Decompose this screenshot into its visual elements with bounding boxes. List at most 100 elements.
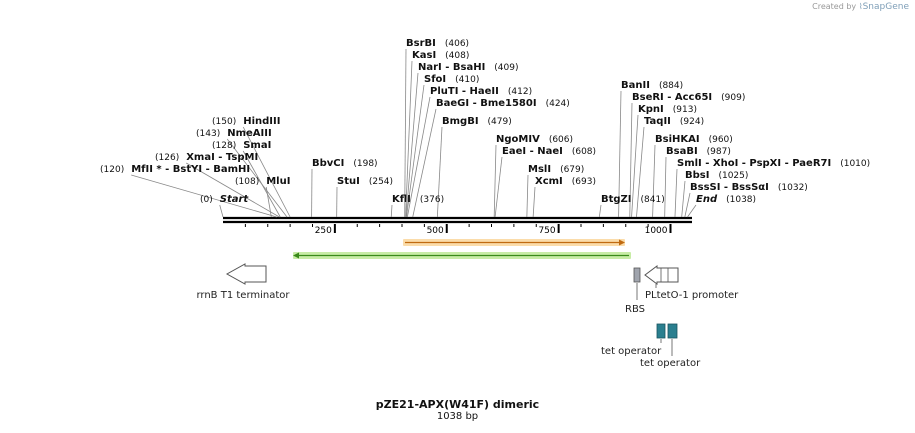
feature-tet-operator-1[interactable]: tet operator <box>601 323 666 357</box>
ruler-tick-label: 1000 <box>645 226 668 236</box>
ruler-tick-label: 500 <box>427 226 444 236</box>
feature-rbs[interactable]: RBS <box>625 267 645 315</box>
orf-orange[interactable] <box>403 239 625 246</box>
site-kpni[interactable]: KpnI(913) <box>638 104 697 115</box>
site-leader-line <box>526 174 529 218</box>
site-name: Start <box>220 194 250 205</box>
site-leader-line <box>405 60 413 218</box>
site-leader-line <box>687 204 697 218</box>
credit-prefix: Created by <box>812 2 857 11</box>
site-position: (120) <box>100 165 124 175</box>
site-name: NgoMIV <box>496 134 540 145</box>
site-msli[interactable]: MslI(679) <box>528 164 584 175</box>
site-leader-line <box>636 126 645 218</box>
site-position: (409) <box>494 63 518 73</box>
site-pluti-haeii[interactable]: PluTI - HaeII(412) <box>430 86 532 97</box>
restriction-site-labels: (0)Start (108)MluI (120) MfII * - BstYI - B… <box>100 38 870 205</box>
site-position: (408) <box>445 51 469 61</box>
feature-pltet-promoter[interactable]: PLtetO-1 promoter <box>644 265 739 301</box>
feature-label-tet-operator-1: tet operator <box>601 346 662 357</box>
site-banii[interactable]: BanII(884) <box>621 80 683 91</box>
site-name: BsiHKAI <box>655 134 700 145</box>
site-start[interactable]: (0)Start <box>200 194 249 205</box>
site-position: (924) <box>680 117 704 127</box>
orf-green[interactable] <box>293 252 631 259</box>
site-smli-xhoi-pspxi-paer7i[interactable]: SmlI - XhoI - PspXI - PaeR7I(1010) <box>677 158 870 169</box>
site-nari-bsahi[interactable]: NarI - BsaHI (409) <box>418 62 519 73</box>
site-position: (1038) <box>726 195 756 205</box>
feature-rrnb-t1-terminator[interactable]: rrnB T1 terminator <box>196 263 290 301</box>
site-leader-line <box>674 168 678 218</box>
site-name: End <box>696 194 718 205</box>
site-name: BmgBI <box>442 116 479 127</box>
site-xmai-tspmi[interactable]: (126)XmaI - TspMI <box>155 152 258 163</box>
site-position: (108) <box>235 177 259 187</box>
site-nmeaiii[interactable]: (143)NmeAIII <box>196 128 272 139</box>
site-position: (376) <box>420 195 444 205</box>
site-leader-line <box>664 156 667 218</box>
site-smai[interactable]: (128)SmaI <box>212 140 271 151</box>
site-position: (909) <box>721 93 745 103</box>
feature-tet-operator-2[interactable]: tet operator <box>640 323 701 369</box>
site-name: EaeI - NaeI <box>502 146 563 157</box>
site-btgzi[interactable]: BtgZI (841) <box>601 194 665 205</box>
feature-label-rbs: RBS <box>625 304 645 315</box>
ruler-tick-label: 250 <box>315 226 332 236</box>
site-position: (1025) <box>718 171 748 181</box>
site-name: SfoI <box>424 74 446 85</box>
site-sfoi[interactable]: SfoI(410) <box>424 74 479 85</box>
site-position: (960) <box>709 135 733 145</box>
site-leader-line <box>681 180 686 218</box>
site-leader-line <box>219 204 224 218</box>
site-bsssi-bsss-i[interactable]: BssSI - BssSαI(1032) <box>690 182 808 193</box>
site-name: MfII * - BstYI - BamHI <box>131 164 250 175</box>
site-bsrbi[interactable]: BsrBI(406) <box>406 38 469 49</box>
site-leader-line <box>406 96 431 218</box>
site-baegi-bme1580i[interactable]: BaeGI - Bme1580I(424) <box>436 98 570 109</box>
site-position: (987) <box>707 147 731 157</box>
site-bbvci[interactable]: BbvCI(198) <box>312 158 378 169</box>
site-mfii-bstyi-bamhi[interactable]: (120) MfII * - BstYI - BamHI <box>100 164 250 175</box>
site-leader-line <box>242 126 291 218</box>
site-name: NarI - BsaHI <box>418 62 485 73</box>
ruler-tick-label: 750 <box>538 226 555 236</box>
plasmid-title: pZE21-APX(W41F) dimeric <box>375 398 540 411</box>
site-name: XmaI - TspMI <box>186 152 258 163</box>
site-leader-line <box>629 102 633 218</box>
site-bbsi[interactable]: BbsI (1025) <box>685 170 748 181</box>
site-position: (606) <box>549 135 573 145</box>
site-leader-line <box>618 90 622 218</box>
site-leader-line <box>652 144 656 218</box>
ruler: 250 500 750 1000 <box>244 224 672 236</box>
site-leader-line <box>405 72 419 218</box>
site-leader-line <box>684 192 691 218</box>
site-leader-line <box>436 126 443 218</box>
site-position: (406) <box>445 39 469 49</box>
site-bseri-acc65i[interactable]: BseRI - Acc65I(909) <box>632 92 745 103</box>
site-end[interactable]: End (1038) <box>696 194 756 205</box>
site-name: BbsI <box>685 170 709 181</box>
site-kasi[interactable]: KasI(408) <box>412 50 469 61</box>
site-position: (913) <box>673 105 697 115</box>
site-taqii[interactable]: TaqII(924) <box>644 116 704 127</box>
site-stui[interactable]: StuI(254) <box>337 176 393 187</box>
site-kfli[interactable]: KflI(376) <box>392 194 444 205</box>
site-name: BtgZI <box>601 194 632 205</box>
site-bmgbi[interactable]: BmgBI(479) <box>442 116 512 127</box>
site-mlui[interactable]: (108)MluI <box>235 176 290 187</box>
site-name: BaeGI - Bme1580I <box>436 98 537 109</box>
site-position: (841) <box>641 195 665 205</box>
site-name: HindIII <box>243 116 280 127</box>
site-bsabi[interactable]: BsaBI(987) <box>666 146 731 157</box>
site-hindiii[interactable]: (150)HindIII <box>212 116 280 127</box>
site-eaei-naei[interactable]: EaeI - NaeI(608) <box>502 146 596 157</box>
feature-label-tet-operator-2: tet operator <box>640 358 701 369</box>
site-leader-line <box>404 48 407 218</box>
site-ngomiv[interactable]: NgoMIV (606) <box>496 134 573 145</box>
site-xcmi[interactable]: XcmI(693) <box>535 176 596 187</box>
backbone <box>223 216 692 224</box>
site-name: SmlI - XhoI - PspXI - PaeR7I <box>677 158 831 169</box>
site-bsihkai[interactable]: BsiHKAI (960) <box>655 134 733 145</box>
site-name: BanII <box>621 80 650 91</box>
